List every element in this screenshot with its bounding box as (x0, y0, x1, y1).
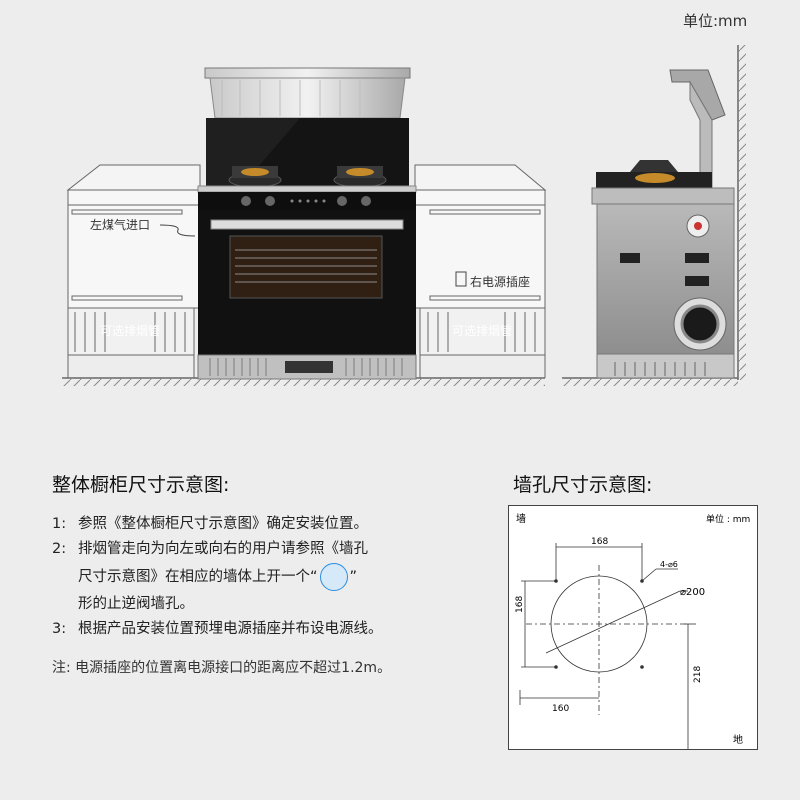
step-1: 1: 参照《整体橱柜尺寸示意图》确定安装位置。 (52, 512, 383, 537)
dim-holes: 4-⌀6 (660, 560, 678, 569)
cabinet-section-title: 整体橱柜尺寸示意图: (52, 474, 230, 496)
dim-right: 218 (693, 666, 703, 683)
instruction-steps: 1: 参照《整体橱柜尺寸示意图》确定安装位置。 2: 排烟管走向为向左或向右的用户请… (52, 512, 383, 642)
circle-hole-icon (319, 563, 348, 591)
floor-label: 地 (733, 733, 743, 746)
step-2-line-3: 形的止逆阀墙孔。 (52, 592, 383, 617)
left-cabinet (66, 164, 201, 378)
product-illustration (62, 45, 746, 386)
right-cabinet (414, 164, 547, 378)
power-note: 注: 电源插座的位置离电源接口的距离应不超过1.2m。 (52, 660, 392, 676)
dim-diameter: ⌀200 (680, 587, 705, 598)
dim-left: 168 (515, 596, 525, 613)
left-optional-flue-label: 可选排烟管 (100, 324, 161, 338)
step-text: 尺寸示意图》在相应的墙体上开一个“ (78, 569, 318, 585)
step-text: 参照《整体橱柜尺寸示意图》确定安装位置。 (78, 516, 368, 532)
left-gas-inlet-label: 左煤气进口 (90, 218, 151, 232)
step-text: 根据产品安装位置预埋电源插座并布设电源线。 (78, 621, 383, 637)
wall-label: 墙 (516, 512, 526, 525)
right-optional-flue-label: 可选排烟管 (452, 324, 513, 338)
unit-label-top: 单位:mm (683, 12, 748, 30)
step-3: 3: 根据产品安装位置预埋电源插座并布设电源线。 (52, 617, 383, 642)
step-text: 形的止逆阀墙孔。 (78, 596, 194, 612)
integrated-stove-front (197, 67, 417, 380)
step-number: 1: (52, 516, 67, 532)
step-number: 2: (52, 541, 67, 557)
wall-hole-diagram: 墙 单位 : mm 168 168 4-⌀6 ⌀200 160 218 地 (508, 505, 758, 750)
step-text: ” (349, 569, 358, 585)
unit-label: 单位 : mm (706, 513, 750, 525)
step-2: 2: 排烟管走向为向左或向右的用户请参照《墙孔 (52, 537, 383, 562)
step-number: 3: (52, 621, 67, 637)
right-power-socket-label: 右电源插座 (470, 275, 531, 289)
dim-bottom: 160 (552, 704, 569, 714)
wall-section-title: 墙孔尺寸示意图: (513, 474, 653, 496)
integrated-stove-side (562, 45, 746, 386)
step-text: 排烟管走向为向左或向右的用户请参照《墙孔 (78, 541, 368, 557)
dim-top: 168 (591, 537, 608, 547)
step-2-line-2: 尺寸示意图》在相应的墙体上开一个“ ” (52, 562, 383, 592)
